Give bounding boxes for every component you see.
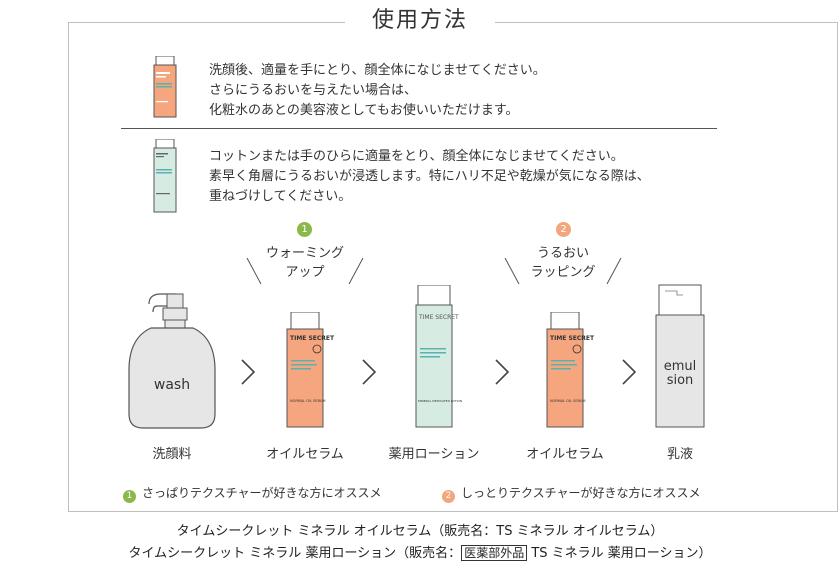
emulsion-text-line: sion — [666, 373, 694, 388]
page-title: 使用方法 — [345, 4, 495, 38]
instruction-oil-serum: 洗顔後、適量を手にとり、顔全体になじませてください。 さらにうるおいを与えたい場… — [209, 61, 546, 121]
oil-serum-bottle-icon — [546, 312, 584, 428]
option-1-badge: 1 — [297, 222, 312, 237]
instruction-line: 洗顔後、適量を手にとり、顔全体になじませてください。 — [209, 63, 546, 78]
legend-text-1: さっぱりテクスチャーが好きな方にオススメ — [142, 486, 382, 500]
option-2-line: うるおい — [536, 246, 589, 261]
instruction-line: 化粧水のあとの美容液としてもお使いいただけます。 — [209, 103, 519, 118]
oil-serum-brand: TIME SECRET — [550, 335, 595, 342]
option-1-line: アップ — [285, 265, 325, 280]
chevron-right-icon — [241, 359, 256, 385]
legend-badge-1: 1 — [123, 490, 136, 503]
option-2-brackets — [504, 257, 622, 285]
oil-serum-small-label: NORMAL OIL SERUM — [290, 399, 326, 403]
step-label-oil-serum: オイルセラム — [266, 447, 344, 462]
wash-bottle-text: wash — [153, 377, 191, 393]
wash-bottle-icon — [128, 293, 216, 429]
lotion-brand: TIME SECRET — [419, 314, 459, 321]
option-1-label: ウォーミング アップ — [250, 244, 360, 282]
instruction-line: 素早く角層にうるおいが浸透します。特にハリ不足や乾燥が気になる際は、 — [209, 169, 650, 184]
chevron-right-icon — [622, 359, 637, 385]
option-2-line: ラッピング — [530, 265, 596, 280]
emulsion-bottle-text: emul sion — [660, 360, 700, 388]
legend-badge-2: 2 — [442, 490, 455, 503]
quasi-drug-badge: 医薬部外品 — [461, 545, 528, 561]
step-label-emulsion: 乳液 — [666, 447, 693, 462]
chevron-right-icon — [362, 359, 377, 385]
caption-lotion: タイムシークレット ミネラル 薬用ローション（販売名：医薬部外品 TS ミネラル… — [0, 542, 840, 561]
emulsion-bottle-icon — [655, 284, 705, 428]
lotion-bottle-icon — [415, 285, 453, 428]
option-2-label: うるおい ラッピング — [508, 244, 618, 282]
legend-item-2: 2 しっとりテクスチャーが好きな方にオススメ — [442, 484, 701, 503]
step-label-oil-serum: オイルセラム — [526, 447, 604, 462]
oil-serum-small-icon — [153, 56, 177, 118]
legend-item-1: 1 さっぱりテクスチャーが好きな方にオススメ — [123, 484, 382, 503]
chevron-right-icon — [495, 359, 510, 385]
oil-serum-bottle-icon — [286, 312, 324, 428]
instruction-line: コットンまたは手のひらに適量をとり、顔全体になじませてください。 — [209, 149, 624, 164]
caption-lotion-text: タイムシークレット ミネラル 薬用ローション（販売名： — [128, 546, 462, 561]
instruction-lotion: コットンまたは手のひらに適量をとり、顔全体になじませてください。 素早く角層にう… — [209, 147, 650, 207]
lotion-small-icon — [153, 139, 177, 213]
instruction-line: さらにうるおいを与えたい場合は、 — [209, 83, 418, 98]
caption-oil-serum: タイムシークレット ミネラル オイルセラム（販売名：TS ミネラル オイルセラム… — [176, 524, 664, 539]
lotion-small-label: MINERAL MEDICATED LOTION — [418, 399, 463, 403]
option-1-line: ウォーミング — [265, 246, 344, 261]
caption-lotion-text: TS ミネラル 薬用ローション） — [527, 546, 712, 561]
oil-serum-small-label: NORMAL OIL SERUM — [550, 399, 586, 403]
legend-text-2: しっとりテクスチャーが好きな方にオススメ — [461, 486, 701, 500]
instruction-line: 重ねづけしてください。 — [209, 189, 352, 204]
emulsion-text-line: emul — [663, 359, 697, 374]
step-label-wash: 洗顔料 — [152, 447, 192, 462]
option-1-brackets — [246, 257, 364, 285]
oil-serum-brand: TIME SECRET — [290, 335, 335, 342]
option-2-badge: 2 — [556, 222, 571, 237]
section-divider — [121, 128, 717, 129]
step-label-lotion: 薬用ローション — [388, 447, 480, 462]
